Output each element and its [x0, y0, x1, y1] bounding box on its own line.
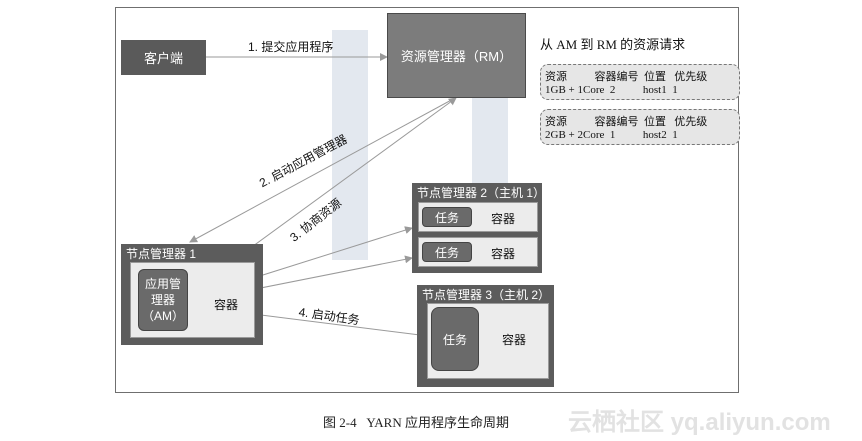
nm2-container-1-label: 容器	[491, 212, 516, 226]
node-manager-3: 节点管理器 3（主机 2） 任务 容器	[417, 285, 554, 387]
nm3-task-label: 任务	[442, 332, 467, 347]
nm2-title: 节点管理器 2（主机 1）	[417, 186, 546, 200]
node-manager-1: 节点管理器 1 应用管 理器 （AM） 容器	[121, 244, 263, 345]
request-2-headers: 资源 容器编号 位置 优先级	[545, 116, 708, 128]
nm2-container-2: 任务 容器	[418, 237, 538, 267]
nm1-title: 节点管理器 1	[126, 247, 197, 261]
resource-manager-box: 资源管理器（RM）	[387, 13, 526, 98]
client-box: 客户端	[121, 40, 206, 75]
am-line-3: （AM）	[141, 309, 184, 323]
request-1-headers: 资源 容器编号 位置 优先级	[545, 71, 708, 83]
request-1-row: 1GB + 1Core 2 host1 1	[545, 84, 678, 96]
request-2-row: 2GB + 2Core 1 host2 1	[545, 129, 678, 141]
site-watermark: 云栖社区 yq.aliyun.com	[568, 409, 831, 436]
submit-label: 1. 提交应用程序	[248, 40, 334, 54]
rm-label: 资源管理器（RM）	[400, 49, 513, 64]
nm3-title: 节点管理器 3（主机 2）	[422, 288, 551, 302]
nm2-task-2: 任务	[422, 242, 472, 262]
node-manager-2: 节点管理器 2（主机 1） 任务 容器 任务 容器	[412, 183, 546, 273]
nm1-container-area: 应用管 理器 （AM） 容器	[130, 262, 255, 338]
application-master-box: 应用管 理器 （AM）	[138, 269, 188, 331]
request-title: 从 AM 到 RM 的资源请求	[540, 37, 686, 52]
am-line-1: 应用管	[144, 277, 181, 291]
am-line-2: 理器	[150, 293, 175, 307]
nm2-task-1: 任务	[422, 207, 472, 227]
nm1-container-label: 容器	[214, 298, 239, 312]
nm2-container-2-label: 容器	[491, 247, 516, 261]
nm2-task-2-label: 任务	[434, 245, 459, 260]
client-label: 客户端	[143, 51, 183, 66]
launch-am-arrow	[189, 97, 456, 243]
request-table-2: 资源 容器编号 位置 优先级 2GB + 2Core 1 host2 1	[540, 109, 740, 145]
request-table-1: 资源 容器编号 位置 优先级 1GB + 1Core 2 host1 1	[540, 64, 740, 100]
nm3-task: 任务	[431, 307, 479, 371]
figure-frame	[115, 7, 739, 393]
nm3-container-label: 容器	[502, 333, 527, 347]
nm3-container: 任务 容器	[427, 303, 549, 379]
figure-caption: 图 2-4 YARN 应用程序生命周期	[323, 415, 509, 430]
nm2-task-1-label: 任务	[434, 210, 459, 225]
nm2-container-1: 任务 容器	[418, 202, 538, 232]
